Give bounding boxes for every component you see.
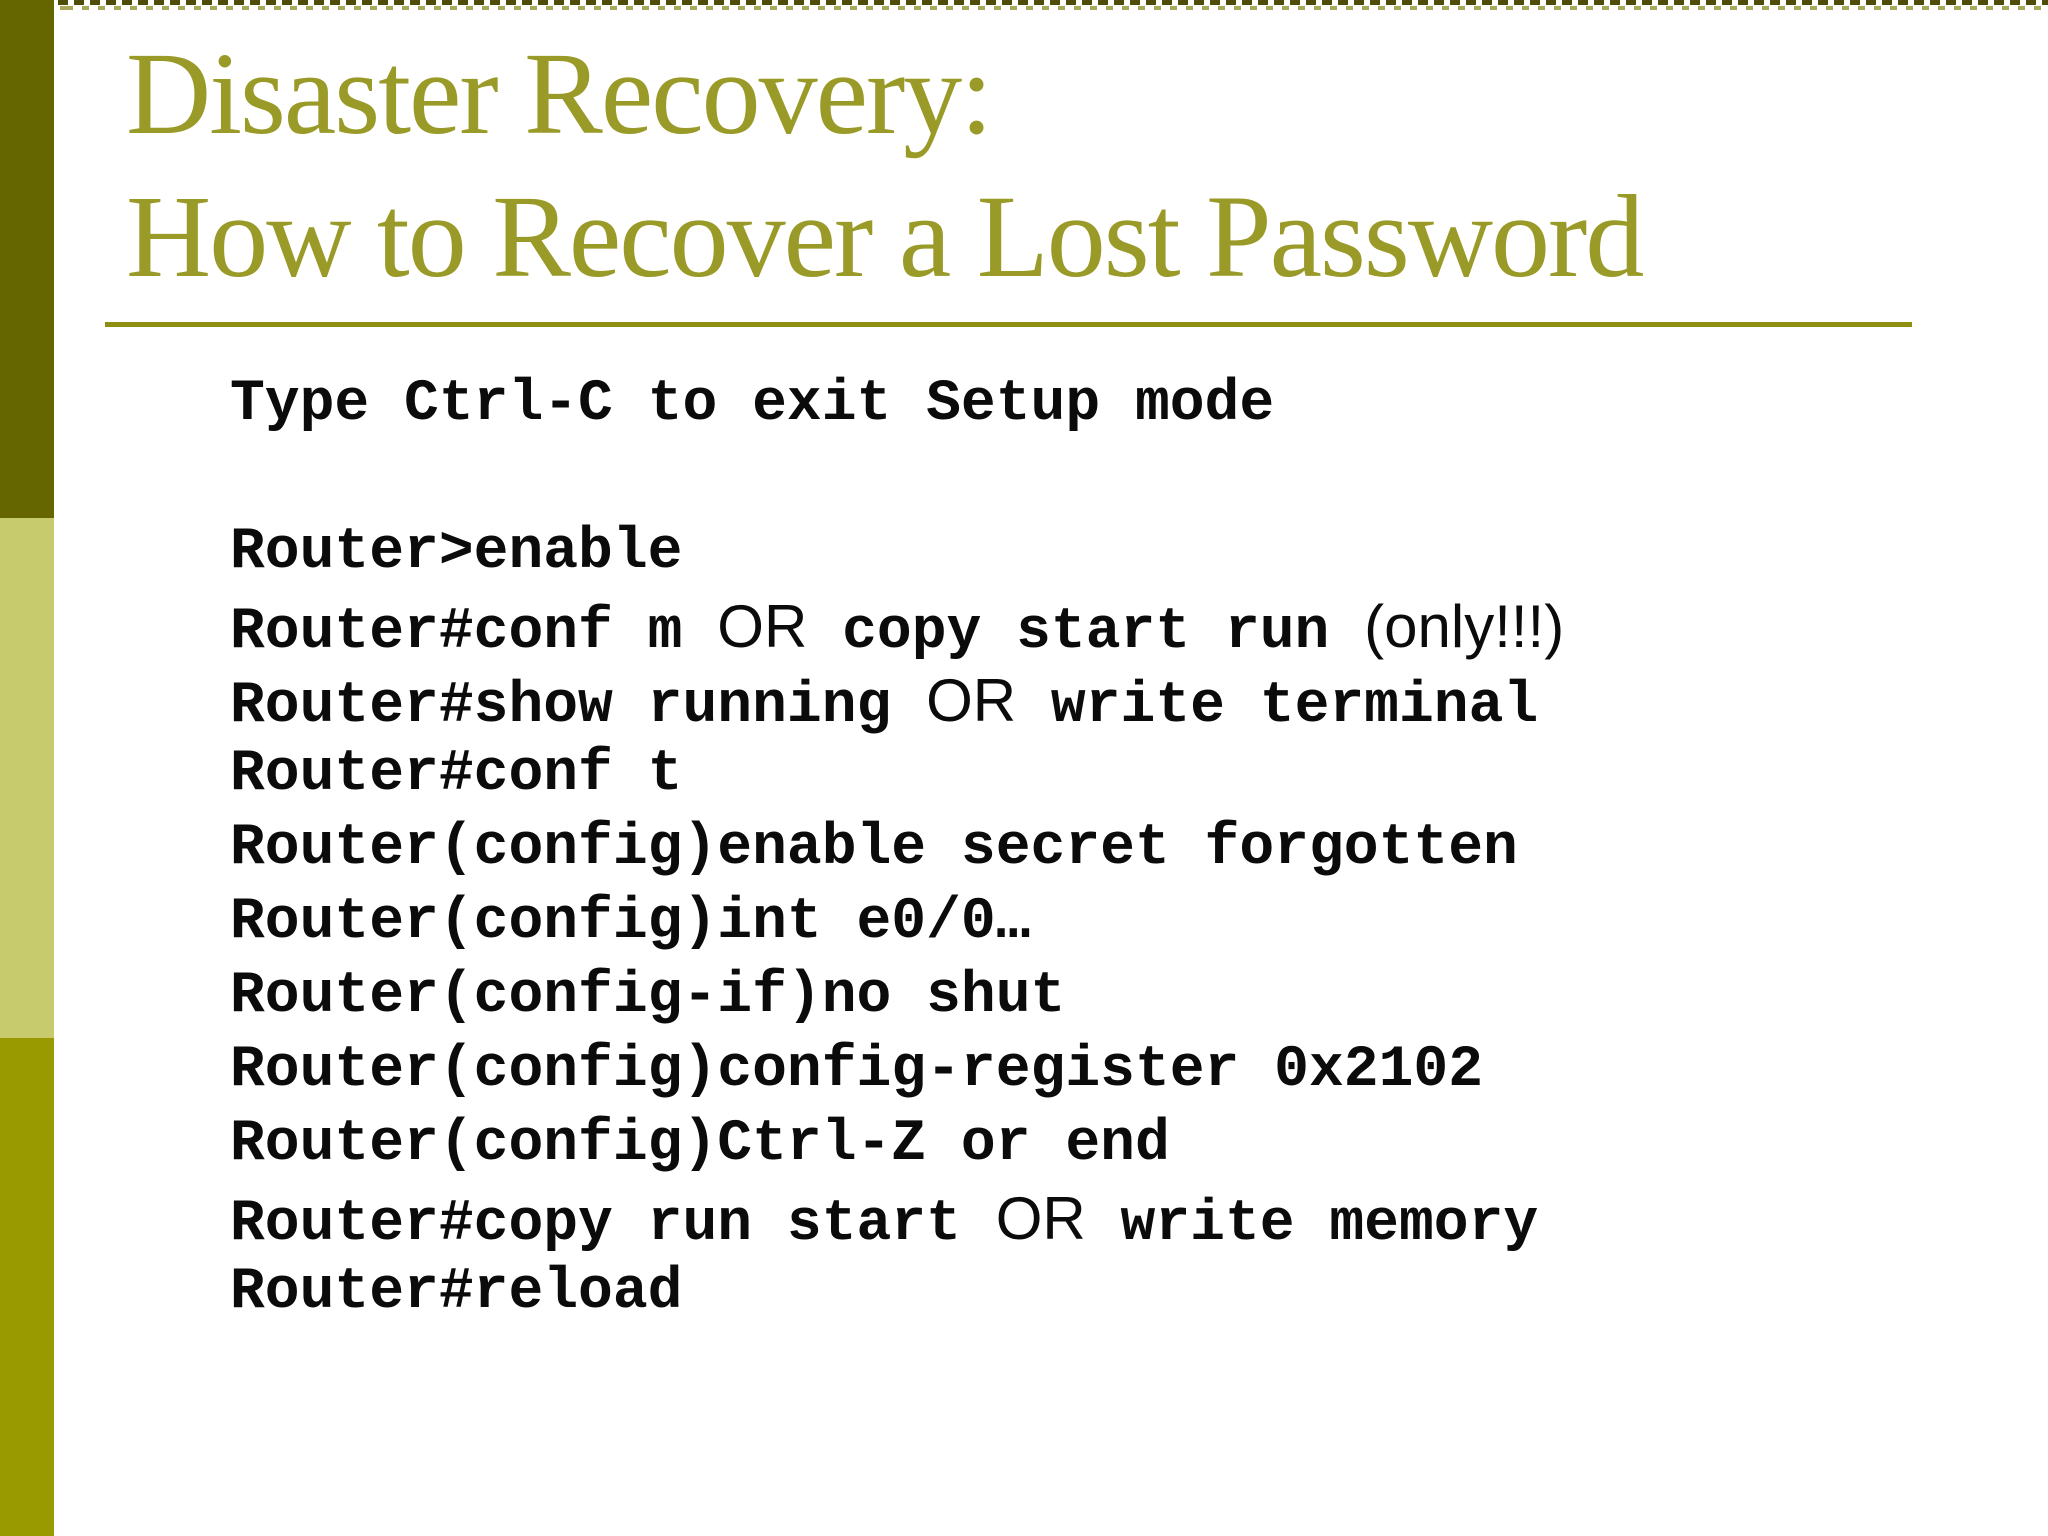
cmd-segment-mono: Type Ctrl-C to exit Setup mode [230,372,1275,437]
sidebar-segment-top [0,0,54,518]
top-border-dark-dash-row [58,0,2048,5]
sidebar-segment-middle [0,518,54,1038]
terminal-line: Router#conf t [230,738,1564,812]
terminal-line: Router(config)int e0/0… [230,886,1564,960]
top-border-dashes [58,0,2048,10]
slide-title: Disaster Recovery: How to Recover a Lost… [126,22,1644,308]
cmd-segment-mono: write terminal [1016,674,1539,739]
terminal-line: Type Ctrl-C to exit Setup mode [230,368,1564,442]
cmd-segment-sans: OR [926,667,1017,734]
terminal-line: Router(config)enable secret forgotten [230,812,1564,886]
cmd-segment-mono: Router#reload [230,1260,683,1325]
terminal-line: Router(config)Ctrl-Z or end [230,1108,1564,1182]
terminal-line: Router#conf m OR copy start run (only!!!… [230,590,1565,665]
terminal-line: Router#show running OR write terminal [230,664,1564,739]
cmd-segment-sans: (only!!!) [1364,593,1565,660]
cmd-segment-sans: OR [717,593,808,660]
cmd-segment-mono: Router#show running [230,674,927,739]
terminal-blank-line [230,442,1564,516]
title-line-1: Disaster Recovery: [126,28,993,159]
terminal-line: Router>enable [230,516,1564,590]
cmd-segment-mono: Router#copy run start [230,1192,996,1257]
title-underline [105,322,1912,327]
cmd-segment-mono: Router#conf t [230,742,683,807]
cmd-segment-mono: write memory [1085,1192,1539,1257]
terminal-line: Router(config-if)no shut [230,960,1564,1034]
sidebar-accent-bar [0,0,54,1536]
top-border-light-dash-row [58,6,2048,10]
cmd-segment-mono: Router(config)int e0/0… [230,890,1031,955]
sidebar-segment-bottom [0,1038,54,1536]
cmd-segment-mono: Router>enable [230,520,683,585]
cmd-segment-mono: Router#conf m [230,600,718,665]
cmd-segment-mono: Router(config)enable secret forgotten [230,816,1518,881]
terminal-line: Router(config)config-register 0x2102 [230,1034,1564,1108]
cmd-segment-mono: Router(config-if)no shut [230,964,1066,1029]
cmd-segment-mono: copy start run [807,600,1365,665]
terminal-line: Router#copy run start OR write memory [230,1182,1564,1257]
terminal-line: Router#reload [230,1256,1564,1330]
title-line-2: How to Recover a Lost Password [126,171,1644,302]
cmd-segment-mono: Router(config)Ctrl-Z or end [230,1112,1170,1177]
cmd-segment-mono: Router(config)config-register 0x2102 [230,1038,1484,1103]
cmd-segment-sans: OR [995,1185,1086,1252]
